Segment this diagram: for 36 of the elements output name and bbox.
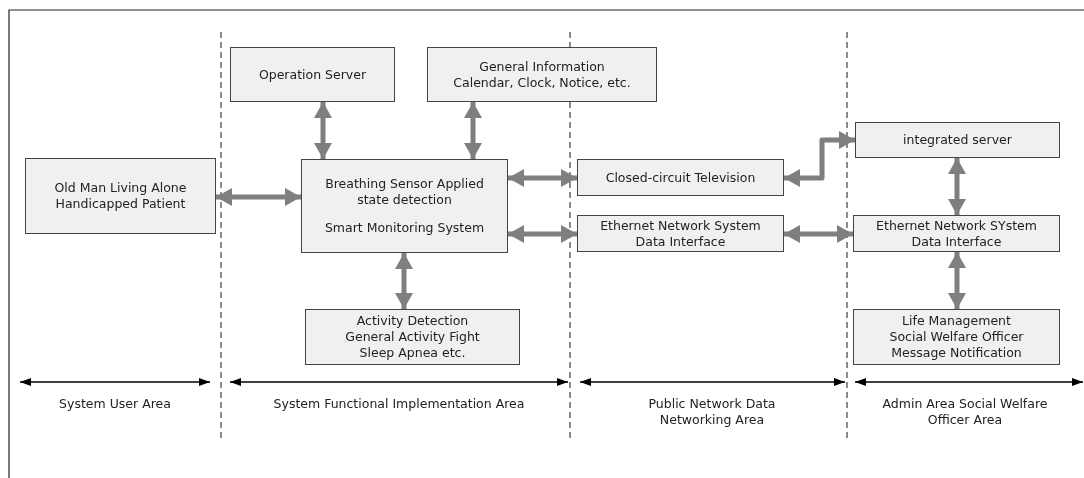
process-box (25, 158, 216, 234)
process-box (230, 47, 395, 102)
area-label: Public Network Data Networking Area (647, 396, 777, 428)
double-arrow (784, 131, 855, 187)
box-text: Breathing Sensor Applied state detection (324, 176, 485, 208)
double-arrow (464, 102, 482, 159)
box-text: Operation Server (258, 66, 367, 83)
box-text: Old Man Living Alone Handicapped Patient (53, 180, 188, 212)
box-text: integrated server (903, 132, 1012, 148)
double-arrow (784, 225, 853, 243)
process-box (855, 122, 1060, 158)
box-text: General Information (479, 58, 605, 75)
process-box (305, 309, 520, 365)
box-text: Ethernet Network SYstem Data Interface (875, 217, 1038, 250)
process-box (301, 159, 508, 253)
box-text: Smart Monitoring System (324, 220, 485, 236)
process-box (577, 159, 784, 196)
double-arrow (948, 158, 966, 215)
box-text: Activity Detection General Activity Fight Sleep Apnea etc. (344, 313, 481, 361)
area-label: Admin Area Social Welfare Officer Area (881, 396, 1049, 428)
double-arrow (948, 252, 966, 309)
box-text: Calendar, Clock, Notice, etc. (453, 74, 631, 91)
box-text: Life Management Social Welfare Officer Message Notification (888, 313, 1025, 361)
box-text: Closed-circuit Television (605, 169, 756, 186)
double-arrow (508, 169, 577, 187)
double-arrow (314, 102, 332, 159)
double-arrow (216, 188, 301, 206)
process-box (577, 215, 784, 252)
double-arrow (508, 225, 577, 243)
area-label: System Functional Implementation Area (272, 396, 526, 412)
process-box (427, 47, 657, 102)
process-box (853, 215, 1060, 252)
area-label: System User Area (58, 396, 172, 412)
double-arrow (395, 253, 413, 309)
process-box (853, 309, 1060, 365)
box-text: Ethernet Network System Data Interface (599, 217, 762, 250)
